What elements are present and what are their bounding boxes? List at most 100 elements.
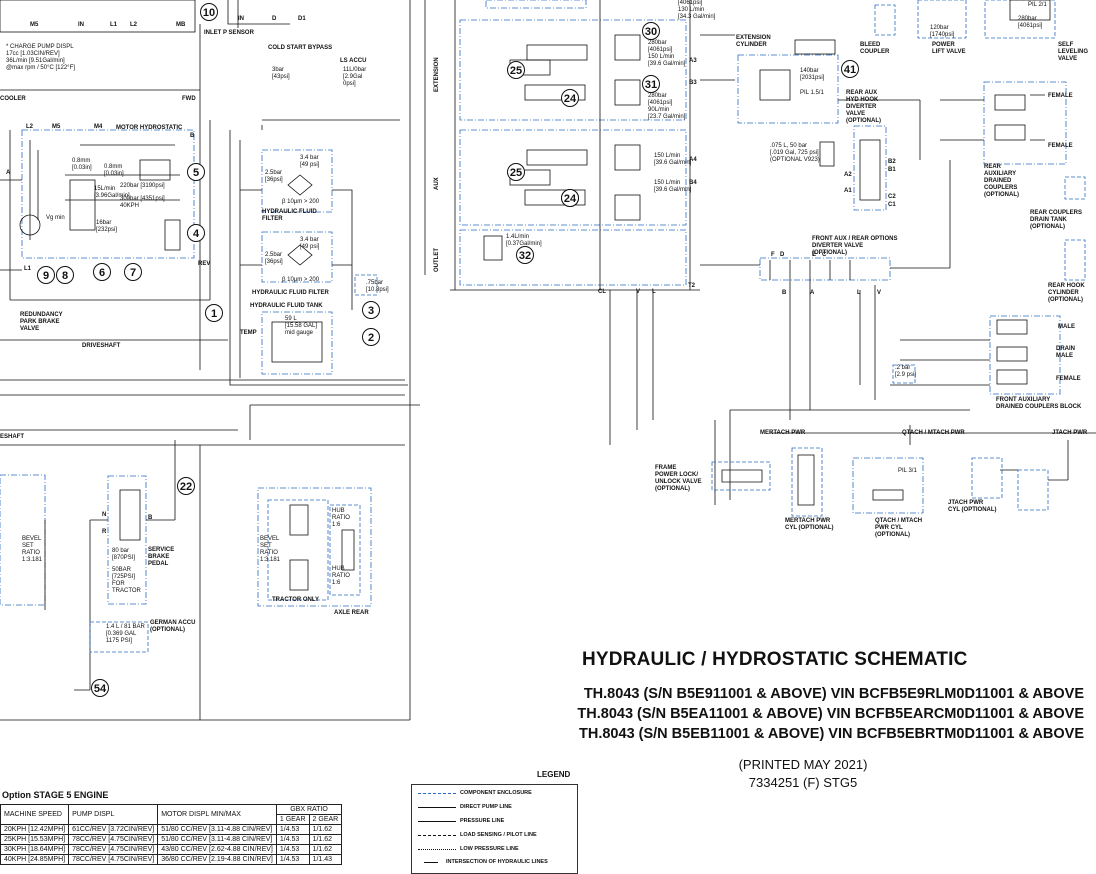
filter-2-beta: β 10μm > 200 [282,277,320,283]
table-row: 20KPH [12.42MPH] 61CC/REV [3.72CIN/REV] … [0,824,343,835]
aux-flow-2: 150 L/min [39.6 Gal/min] [654,180,692,193]
port-b-brake: B [148,515,153,521]
callout-8: 8 [56,266,74,284]
callout-7: 7 [124,263,142,281]
callout-1: 1 [205,304,223,322]
relief-2: 300bar [4351psi] 40KPH [120,196,165,209]
port-l1-b: L1 [24,266,32,272]
port-c1: C1 [888,202,896,208]
slv-spec: 280bar [4061psi] [1018,16,1043,29]
port-a1: A1 [844,188,852,194]
port-t2: T2 [688,283,696,289]
front-aux-diverter-label: FRONT AUX / REAR OPTIONS DIVERTER VALVE … [812,236,898,256]
legend-item: DIRECT PUMP LINE [460,804,512,810]
cell: 1/1.62 [308,834,343,845]
redundancy-label: REDUNDANCY PARK BRAKE VALVE [20,312,63,332]
port-b2: B2 [888,159,896,165]
port-f: F [771,252,775,258]
legend-swatch-low [418,849,456,850]
mertach-pwr-label: MERTACH PWR [760,430,806,436]
rear-aux-couplers-label: REAR AUXILIARY DRAINED COUPLERS (OPTIONA… [984,164,1019,198]
callout-3: 3 [362,301,380,319]
port-v: V [636,289,641,295]
legend-swatch-pressure [418,821,456,822]
german-accu-spec: 1.4 L / 81 BAR [0.369 GAL 1175 PSI] [106,624,145,644]
callout-54: 54 [91,679,109,697]
orifice-2: 0.8mm [0.03in] [104,164,124,177]
hydraulic-fluid-tank-label: HYDRAULIC FLUID TANK [250,303,323,309]
brake-spec-1: 80 bar [870PSI] [112,548,136,561]
cell: 51/80 CC/REV [3.11-4.88 CIN/REV] [157,824,277,835]
orifice-1: 0.8mm [0.03in] [72,158,92,171]
callout-6: 6 [93,263,111,281]
port-m4: M4 [94,124,103,130]
legend-swatch-direct [418,807,456,808]
col-motor-displ: MOTOR DISPL MIN/MAX [157,804,277,825]
ls-accu-label: LS ACCU [340,58,367,64]
col-1-gear: 1 GEAR [275,814,310,825]
legend-item: PRESSURE LINE [460,818,505,824]
vg-min-label: Vg min [46,215,65,221]
relief-16bar: 16bar [232psi] [96,220,118,233]
cell: 25KPH [15.53MPH] [0,834,70,845]
ls-accu-spec: 11L/0bar [2.9Gal 0psi] [343,67,367,87]
service-brake-label: SERVICE BRAKE PEDAL [148,547,175,567]
filter-2-spec-b: 2.5bar [36psi] [265,252,283,265]
hub-ratio-1: HUB RATIO 1:6 [332,508,350,528]
filter-2-spec: 3.4 bar [49 psi] [300,237,320,250]
mertach-cyl-label: MERTACH PWR CYL (OPTIONAL) [785,518,834,531]
legend-swatch-ls [418,835,456,836]
spec-table-title: Option STAGE 5 ENGINE [2,790,109,800]
rear-aux-diverter-label: REAR AUX HYD HOOK DIVERTER VALVE (OPTION… [846,90,881,124]
cell: 1/4.53 [275,824,310,835]
spec-table: MACHINE SPEED PUMP DISPL MOTOR DISPL MIN… [0,804,343,865]
qtach-cyl-label: QTACH / MTACH PWR CYL (OPTIONAL) [875,518,923,538]
temp-label: TEMP [240,330,257,336]
hydraulic-fluid-filter-1: HYDRAULIC FLUID FILTER [262,209,317,222]
cell: 1/4.53 [275,834,310,845]
bevel-left-spec: BEVEL SET RATIO 1:3.181 [22,536,43,563]
port-c: C [822,252,827,258]
callout-5: 5 [187,163,205,181]
callout-24-c: 24 [561,189,579,207]
model-line-2: TH.8043 (S/N B5EA11001 & ABOVE) VIN BCFB… [577,706,1084,722]
port-b1: B1 [888,167,896,173]
cell: 43/80 CC/REV [2.62-4.88 CIN/REV] [157,844,277,855]
qtach-pwr-label: QTACH / MTACH PWR [902,430,965,436]
port-in: IN [78,22,84,28]
col-machine-speed: MACHINE SPEED [0,804,70,825]
cold-start-bypass-label: COLD START BYPASS [268,45,333,51]
axle-rear-label: AXLE REAR [334,610,369,616]
rear-couplers-drain-label: REAR COUPLERS DRAIN TANK (OPTIONAL) [1030,210,1083,230]
diverter-spec: .075 L, 50 bar [.019 Gal, 725 psi] (OPTI… [770,143,820,163]
callout-2: 2 [362,328,380,346]
cell: 61CC/REV [3.72CIN/REV] [68,824,159,835]
inlet-p-sensor-label: INLET P SENSOR [204,30,254,36]
charge-pump-label: * CHARGE PUMP DISPL 17cc [1.03CIN/REV] 3… [6,44,75,71]
rev-label: REV [198,261,211,267]
bleed-coupler-label: BLEED COUPLER [860,42,890,55]
port-a4: A4 [689,157,697,163]
driveshaft-label: DRIVESHAFT [82,343,121,349]
relief-1: 220bar [3190psi] [120,183,165,189]
cell: 40KPH [24.85MPH] [0,854,70,865]
port-in-2: IN [238,16,244,22]
front-aux-couplers-label: FRONT AUXILIARY DRAINED COUPLERS BLOCK [996,397,1082,410]
bevel-rear-spec: BEVEL SET RATIO 1:3.181 [260,536,281,563]
plv-spec: 120bar [1740psi] [930,25,955,38]
motor-hydrostatic-label: MOTOR HYDROSTATIC [116,125,183,131]
flow-1: 15L/min [3.96Gal/min] [94,186,130,199]
legend-item: COMPONENT ENCLOSURE [460,790,532,796]
port-a: A [6,170,11,176]
rear-hook-label: REAR HOOK CYLINDER (OPTIONAL) [1048,283,1085,303]
port-b: B [190,133,195,139]
german-accu-label: GERMAN ACCU (OPTIONAL) [150,620,196,633]
port-l1: L1 [110,22,118,28]
cell: 1/4.53 [275,854,310,865]
cell: 1/4.53 [275,844,310,855]
ext-30-spec: 280bar [4061psi] 150 L/min [39.6 Gal/min… [648,40,686,67]
tank-spec: 59 L [15.58 GAL] mid gauge [285,316,318,336]
legend-swatch-enclosure [418,793,456,794]
tractor-only-label: TRACTOR ONLY [272,597,320,603]
relief-2bar: .2 bar [2.9 psi] [895,365,917,378]
